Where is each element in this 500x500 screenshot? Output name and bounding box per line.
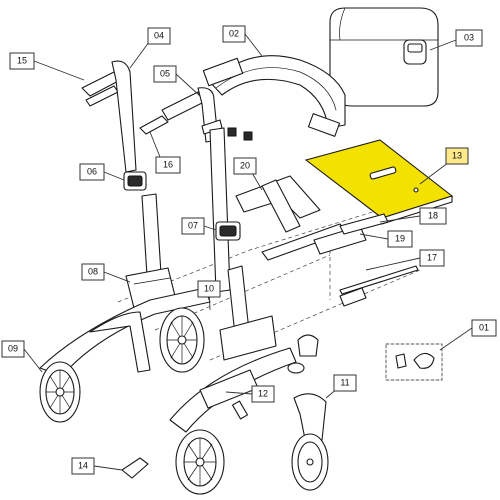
callout-13: 13	[445, 147, 469, 165]
callout-label-08: 08	[88, 266, 98, 276]
callout-label-02: 02	[229, 28, 239, 38]
callout-03: 03	[455, 29, 483, 47]
callout-label-19: 19	[395, 233, 405, 243]
front-left-wheel-part	[159, 307, 205, 373]
callout-18: 18	[419, 207, 447, 225]
leader-lines	[23, 33, 473, 471]
callout-01: 01	[471, 319, 497, 337]
handle-tube-part	[139, 87, 223, 143]
fastener-group	[227, 127, 253, 141]
callout-label-13: 13	[452, 150, 462, 160]
callout-17: 17	[419, 249, 445, 267]
clamp-part-06	[123, 171, 147, 191]
callout-10: 10	[197, 280, 221, 298]
callout-09: 09	[1, 340, 25, 358]
callout-label-03: 03	[464, 32, 474, 42]
foot-pedal-part	[121, 457, 149, 479]
callout-label-05: 05	[160, 68, 170, 78]
storage-bag-part	[329, 7, 439, 107]
upright-part-10	[219, 265, 277, 361]
callout-label-10: 10	[204, 283, 214, 293]
callout-06: 06	[79, 163, 105, 181]
callout-11: 11	[333, 374, 357, 392]
rod-part	[339, 265, 419, 307]
clamp-part-07	[215, 221, 241, 241]
callout-08: 08	[81, 263, 105, 281]
callout-19: 19	[387, 230, 413, 248]
left-handle-part	[81, 60, 137, 173]
callout-02: 02	[222, 25, 246, 43]
callout-label-06: 06	[87, 166, 97, 176]
seat-bracket-part	[235, 175, 321, 233]
cross-member-part	[261, 213, 389, 261]
front-wheel-part	[175, 429, 225, 495]
callout-15: 15	[9, 52, 35, 70]
callout-label-04: 04	[154, 30, 164, 40]
callout-07: 07	[181, 217, 205, 235]
callout-05: 05	[153, 65, 177, 83]
front-frame-part	[169, 347, 297, 433]
callout-label-15: 15	[17, 55, 27, 65]
seat-panel-part	[304, 139, 454, 225]
backrest-strap-part	[202, 55, 346, 137]
callout-label-16: 16	[163, 159, 173, 169]
callout-label-01: 01	[479, 322, 489, 332]
callout-label-11: 11	[340, 377, 349, 387]
callout-20: 20	[233, 157, 257, 175]
callout-label-14: 14	[78, 460, 88, 470]
callout-label-12: 12	[258, 388, 268, 398]
callout-label-07: 07	[188, 220, 198, 230]
callout-12: 12	[251, 385, 275, 403]
bumper-detail-box	[385, 343, 443, 381]
rear-wheel-part	[39, 361, 81, 423]
callout-label-20: 20	[240, 160, 250, 170]
callout-16: 16	[155, 156, 181, 174]
callout-04: 04	[147, 27, 171, 45]
caster-fork-part	[287, 334, 329, 491]
callout-label-17: 17	[427, 252, 437, 262]
left-upright-part	[141, 127, 231, 293]
callout-label-18: 18	[428, 210, 438, 220]
callout-label-09: 09	[8, 343, 18, 353]
callout-14: 14	[71, 457, 95, 475]
